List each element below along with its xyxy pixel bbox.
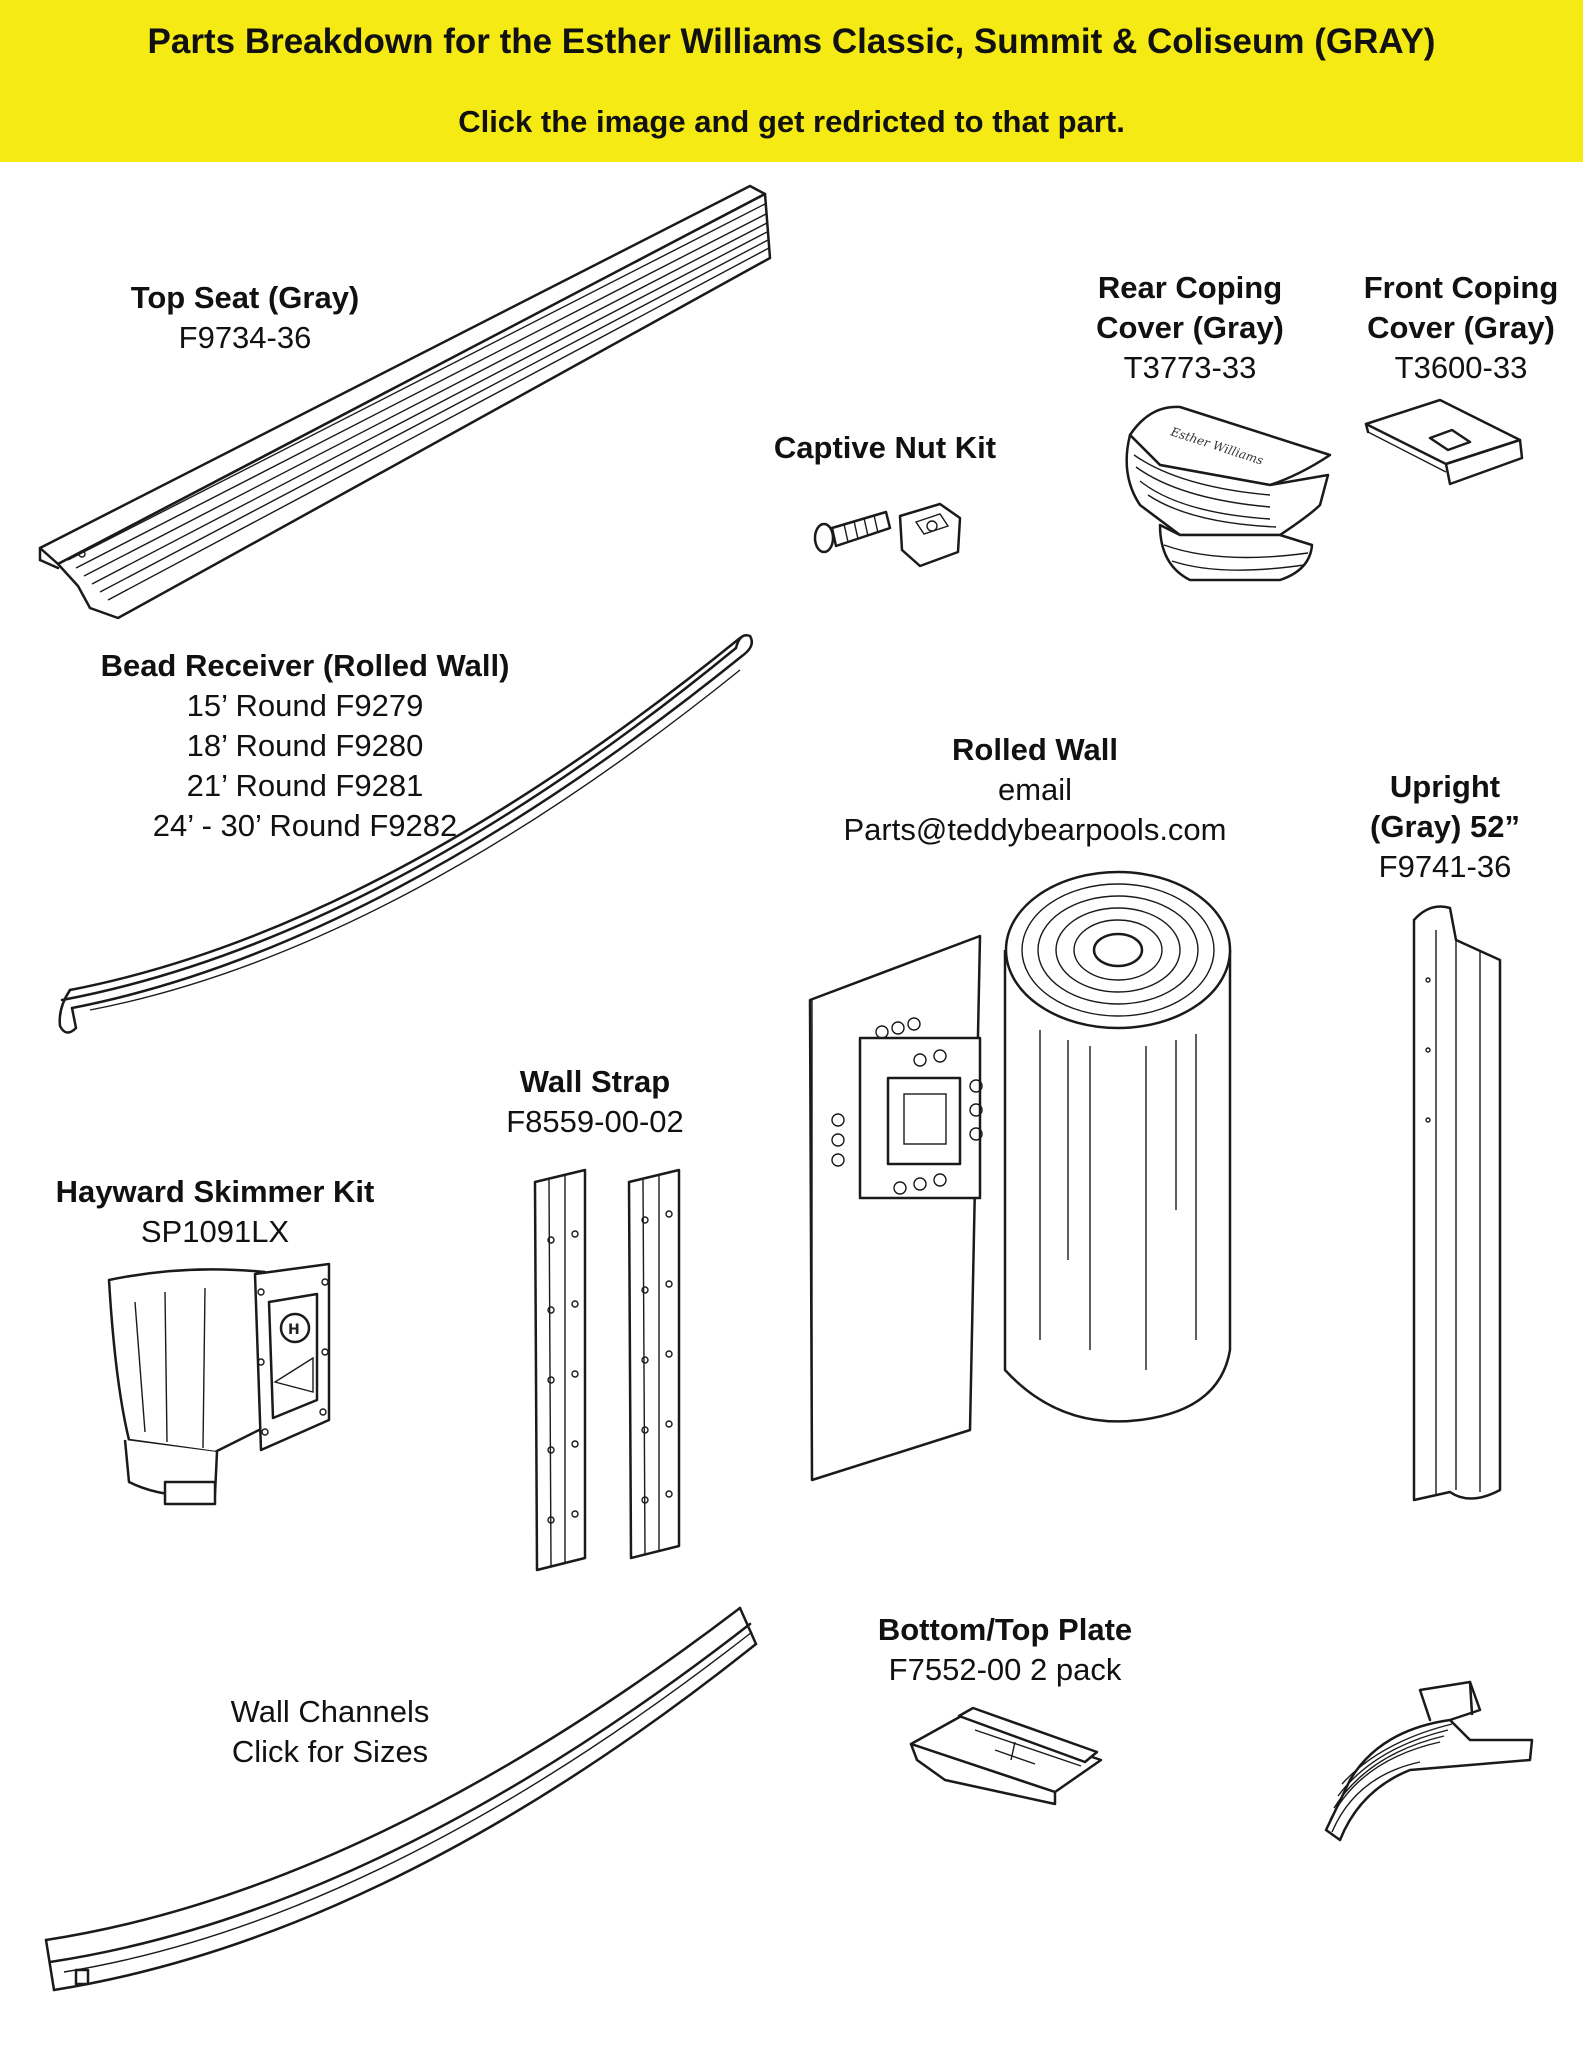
rolled-wall-image[interactable] xyxy=(800,870,1240,1482)
wall-strap-label: Wall Strap F8559-00-02 xyxy=(470,1062,720,1142)
skimmer-image[interactable]: H xyxy=(105,1262,365,1512)
bottom-plate-code: F7552-00 2 pack xyxy=(888,1652,1122,1687)
skimmer-code: SP1091LX xyxy=(140,1214,290,1249)
bead-receiver-size-2: 18’ Round F9280 xyxy=(186,728,424,763)
upright-name2: (Gray) 52” xyxy=(1370,809,1520,844)
front-coping-code: T3600-33 xyxy=(1394,350,1528,385)
bead-receiver-image[interactable] xyxy=(50,630,753,1050)
top-seat-code: F9734-36 xyxy=(178,320,312,355)
wall-channels-image[interactable] xyxy=(40,1600,760,2000)
stabilizer-image[interactable] xyxy=(1320,1680,1550,1850)
rolled-wall-line1: email xyxy=(997,772,1073,807)
wall-strap-code: F8559-00-02 xyxy=(506,1104,684,1139)
rolled-wall-name: Rolled Wall xyxy=(952,732,1118,767)
page-title: Parts Breakdown for the Esther Williams … xyxy=(147,22,1436,61)
rear-coping-code: T3773-33 xyxy=(1123,350,1257,385)
bead-receiver-size-3: 21’ Round F9281 xyxy=(186,768,424,803)
wall-strap-image[interactable] xyxy=(525,1160,685,1580)
bottom-plate-label: Bottom/Top Plate F7552-00 2 pack xyxy=(850,1610,1160,1690)
skimmer-label: Hayward Skimmer Kit SP1091LX xyxy=(30,1172,400,1252)
wall-channels-line2: Click for Sizes xyxy=(231,1734,429,1769)
front-coping-name1: Front Coping xyxy=(1363,270,1559,305)
front-coping-image[interactable] xyxy=(1360,398,1530,488)
wall-strap-name: Wall Strap xyxy=(519,1064,671,1099)
captive-nut-label: Captive Nut Kit xyxy=(740,428,1030,468)
upright-code: F9741-36 xyxy=(1378,849,1512,884)
bead-receiver-size-4: 24’ - 30’ Round F9282 xyxy=(152,808,458,843)
bead-receiver-name: Bead Receiver (Rolled Wall) xyxy=(100,648,510,683)
skimmer-name: Hayward Skimmer Kit xyxy=(55,1174,375,1209)
bead-receiver-size-1: 15’ Round F9279 xyxy=(186,688,424,723)
rear-coping-name2: Cover (Gray) xyxy=(1096,310,1284,345)
captive-nut-image[interactable] xyxy=(808,486,988,576)
front-coping-label: Front Coping Cover (Gray) T3600-33 xyxy=(1345,268,1577,388)
rolled-wall-email[interactable]: Parts@teddybearpools.com xyxy=(843,812,1227,847)
upright-name1: Upright xyxy=(1389,769,1501,804)
bottom-plate-image[interactable] xyxy=(905,1700,1105,1810)
wall-channels-line1: Wall Channels xyxy=(230,1694,430,1729)
svg-text:H: H xyxy=(288,1322,300,1338)
rear-coping-name1: Rear Coping xyxy=(1097,270,1283,305)
wall-channels-label[interactable]: Wall Channels Click for Sizes xyxy=(200,1692,460,1772)
captive-nut-name: Captive Nut Kit xyxy=(773,430,997,465)
top-seat-image[interactable] xyxy=(30,168,772,620)
upright-label: Upright (Gray) 52” F9741-36 xyxy=(1330,767,1560,887)
front-coping-name2: Cover (Gray) xyxy=(1367,310,1555,345)
rear-coping-label: Rear Coping Cover (Gray) T3773-33 xyxy=(1040,268,1340,388)
page-subtitle: Click the image and get redricted to tha… xyxy=(458,104,1125,139)
top-seat-label: Top Seat (Gray) F9734-36 xyxy=(100,278,390,358)
upright-image[interactable] xyxy=(1400,900,1520,1510)
bead-receiver-label: Bead Receiver (Rolled Wall) 15’ Round F9… xyxy=(70,646,540,846)
rolled-wall-label: Rolled Wall email Parts@teddybearpools.c… xyxy=(810,730,1260,850)
top-seat-name: Top Seat (Gray) xyxy=(130,280,360,315)
rear-coping-image[interactable]: Esther Williams xyxy=(1120,395,1340,595)
bottom-plate-name: Bottom/Top Plate xyxy=(877,1612,1133,1647)
header-banner: Parts Breakdown for the Esther Williams … xyxy=(0,0,1583,162)
